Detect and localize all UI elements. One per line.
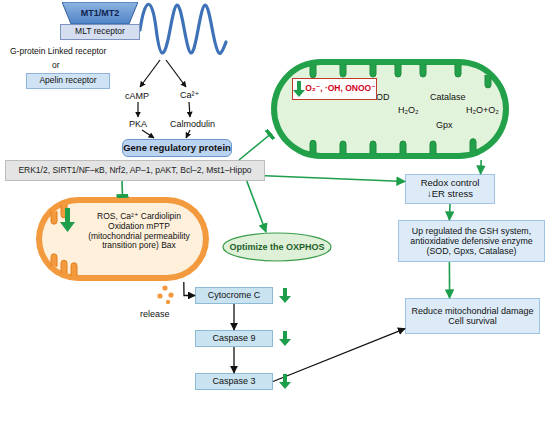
- crista: [370, 64, 376, 77]
- inhibition-line: [121, 181, 123, 196]
- node-text: O₂⁻, ·OH, ONOO⁻: [305, 84, 375, 94]
- ligand-site: MT1/MT2: [62, 2, 138, 24]
- annotation-label: cAMP: [125, 91, 149, 101]
- pathway-band: ERK1/2, SIRT1/NF–κB, Nrf2, AP–1, pAKT, B…: [5, 160, 265, 181]
- crista: [395, 64, 401, 77]
- node-text: ERK1/2, SIRT1/NF–κB, Nrf2, AP–1, pAKT, B…: [18, 166, 251, 176]
- crista: [71, 263, 77, 276]
- mitochondrion: ROS, Ca²⁺ Cardiolipin Oxidation mPTP (mi…: [35, 196, 210, 282]
- node-text: Reduce mitochondrial damage Cell surviva…: [406, 306, 539, 327]
- node-text: H₂O+O₂: [466, 105, 499, 115]
- node-text: Catalase: [430, 92, 466, 102]
- annotation-label: PKA: [129, 119, 147, 129]
- crista: [310, 140, 316, 153]
- crista: [470, 139, 476, 152]
- process-box: Gene regulatory protein: [122, 139, 232, 157]
- inhibition-line: [239, 135, 270, 161]
- node-text: Optimize the OXPHOS: [229, 242, 324, 252]
- outer-membrane: [36, 197, 209, 281]
- arrow-connector: [184, 282, 195, 296]
- process-box: Caspase 3: [195, 373, 273, 390]
- process-ellipse: Optimize the OXPHOS: [222, 232, 332, 262]
- crista: [310, 65, 316, 78]
- node-text: MT1/MT2: [81, 8, 120, 18]
- node-text: Apelin receptor: [39, 76, 96, 86]
- signal-arrow: [137, 102, 138, 117]
- signal-arrow: [186, 130, 190, 138]
- process-box: Cytocrome C: [195, 287, 273, 304]
- inner-membrane: [277, 65, 503, 153]
- signal-arrow: [189, 102, 190, 117]
- process-box: Caspase 9: [195, 330, 273, 347]
- outcome-box: Reduce mitochondrial damage Cell surviva…: [405, 298, 540, 334]
- node-text: Gpx: [436, 120, 453, 130]
- trapezoid-shape: [62, 2, 138, 24]
- outer-membrane: [271, 59, 509, 159]
- signal-arrow: [140, 60, 160, 87]
- decrease-arrow: [293, 81, 305, 97]
- crista: [430, 141, 436, 154]
- annotation-label: Calmodulin: [170, 119, 215, 129]
- node-text: Gene regulatory protein: [123, 143, 231, 154]
- process-box: Redox control ↓ER stress: [405, 174, 495, 204]
- crista: [61, 260, 67, 273]
- node-text: Redox control ↓ER stress: [414, 178, 486, 200]
- inner-membrane: [42, 203, 203, 275]
- decrease-arrow: [279, 331, 291, 346]
- crista: [51, 254, 57, 267]
- arrow-connector: [480, 160, 482, 174]
- arrow-connector: [233, 347, 234, 373]
- decrease-arrow: [60, 208, 75, 232]
- crista: [51, 211, 57, 224]
- arrow-connector: [233, 304, 234, 330]
- node-text: Caspase 3: [212, 376, 255, 386]
- decrease-arrow: [279, 374, 291, 389]
- crista: [400, 141, 406, 154]
- decrease-arrow: [279, 288, 291, 303]
- crista: [370, 141, 376, 154]
- node-text: ROS, Ca²⁺ Cardiolipin Oxidation mPTP (mi…: [81, 212, 197, 251]
- receptor-box: Apelin receptor: [26, 73, 110, 89]
- arrow-connector: [265, 176, 405, 182]
- cytochrome-dot: [168, 292, 173, 297]
- node-text: Cytocrome C: [208, 290, 261, 300]
- receptor-helix: [140, 4, 226, 53]
- crista: [485, 75, 491, 88]
- arrow-connector: [273, 329, 405, 382]
- arrow-connector: [247, 181, 266, 232]
- arrow-connector: [449, 204, 451, 220]
- ros-box: O₂⁻, ·OH, ONOO⁻: [292, 78, 377, 100]
- annotation-label: or: [52, 61, 60, 71]
- ellipse-shape: [223, 233, 331, 261]
- node-text: Caspase 9: [212, 333, 255, 343]
- crista: [61, 205, 67, 218]
- node-text: MLT receptor: [75, 27, 125, 37]
- receptor-box: MLT receptor: [60, 24, 140, 40]
- crista: [340, 64, 346, 77]
- node-text: Up regulated the GSH system, antioxidati…: [399, 226, 544, 256]
- arrow-connector: [449, 262, 451, 298]
- mitochondrion: SODH₂O₂CatalaseGpxH₂O+O₂O₂⁻, ·OH, ONOO⁻: [270, 58, 510, 160]
- signal-arrow: [142, 130, 154, 138]
- node-text: H₂O₂: [398, 105, 419, 115]
- crista: [340, 141, 346, 154]
- signal-arrow: [166, 60, 186, 87]
- cytochrome-dot: [166, 300, 170, 304]
- process-box: Up regulated the GSH system, antioxidati…: [398, 220, 545, 262]
- edge-label: release: [140, 309, 170, 319]
- annotation-label: Ca²⁺: [180, 90, 199, 100]
- crista: [420, 64, 426, 77]
- cytochrome-dot: [157, 293, 162, 298]
- crista: [455, 64, 461, 77]
- annotation-label: G-protein Linked receptor: [10, 47, 106, 57]
- cytochrome-dot: [162, 285, 167, 290]
